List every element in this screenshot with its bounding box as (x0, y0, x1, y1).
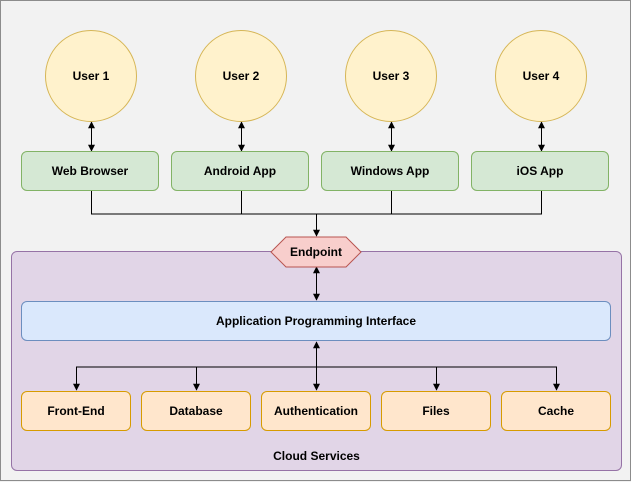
user-node: User 2 (195, 30, 287, 122)
clients-bus (91, 191, 542, 215)
service-label: Database (169, 404, 223, 418)
client-node: Web Browser (21, 151, 159, 191)
service-node: Authentication (261, 391, 371, 431)
client-node: Windows App (321, 151, 459, 191)
client-node: iOS App (471, 151, 609, 191)
service-label: Front-End (47, 404, 105, 418)
client-label: iOS App (516, 164, 564, 178)
api-label: Application Programming Interface (215, 314, 417, 328)
service-node: Database (141, 391, 251, 431)
endpoint-shape (270, 236, 362, 268)
service-label: Files (422, 404, 450, 418)
service-label: Cache (537, 404, 575, 418)
user-label: User 4 (522, 69, 560, 83)
client-label: Web Browser (51, 164, 129, 178)
user-node: User 3 (345, 30, 437, 122)
service-node: Files (381, 391, 491, 431)
user-label: User 3 (372, 69, 410, 83)
client-node: Android App (171, 151, 309, 191)
endpoint-label: Endpoint (290, 245, 342, 259)
user-node: User 4 (495, 30, 587, 122)
api-node: Application Programming Interface (21, 301, 611, 341)
user-node: User 1 (45, 30, 137, 122)
user-label: User 2 (222, 69, 260, 83)
cloud-services-label: Cloud Services (273, 449, 360, 463)
user-label: User 1 (72, 69, 110, 83)
client-label: Android App (203, 164, 277, 178)
service-node: Cache (501, 391, 611, 431)
service-node: Front-End (21, 391, 131, 431)
client-label: Windows App (350, 164, 430, 178)
service-label: Authentication (274, 404, 358, 418)
